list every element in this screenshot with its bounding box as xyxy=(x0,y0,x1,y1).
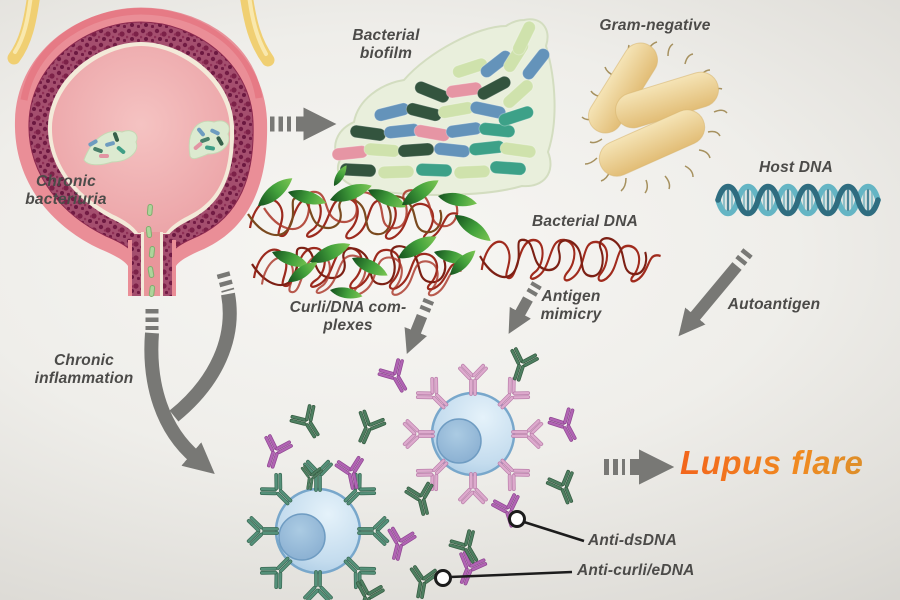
arrow-autoantigen xyxy=(678,248,753,337)
label-chronic-inflammation: Chronic inflammation xyxy=(34,352,134,387)
ureter-left-icon xyxy=(7,0,40,65)
label-antigen-mimicry: Antigen mimicry xyxy=(540,288,602,323)
label-curli-dna-complexes: Curli/DNA com- plexes xyxy=(289,299,407,334)
callout-marker-icon xyxy=(434,569,452,587)
label-gram-negative: Gram-negative xyxy=(599,17,711,34)
bladder-biofilm-patch-icon xyxy=(83,120,230,166)
cell-nucleus xyxy=(436,418,482,464)
arrow-chronic-inflammation xyxy=(144,271,237,474)
gram-negative-illustration xyxy=(581,41,728,194)
biofilm-rods-icon xyxy=(331,20,551,180)
label-chronic-bacteriuria: Chronic bacteriuria xyxy=(25,173,107,208)
b-cell-green xyxy=(274,487,362,575)
b-cell-pink xyxy=(430,391,516,477)
label-bacterial-biofilm: Bacterial biofilm xyxy=(352,27,420,62)
callout-marker-icon xyxy=(508,510,526,528)
gram-negative-rod-icon xyxy=(598,109,706,177)
bacteriuria-rods-icon xyxy=(145,204,156,297)
label-anti-dsdna: Anti-dsDNA xyxy=(588,532,677,549)
cell-nucleus xyxy=(278,513,326,561)
bacterial-dna-illustration xyxy=(478,237,662,283)
label-host-dna: Host DNA xyxy=(759,159,833,176)
host-dna-helix-icon xyxy=(715,183,881,217)
label-lupus-flare: Lupus flare xyxy=(680,444,895,482)
arrow-curli-to-cells xyxy=(404,297,435,354)
callout-anti-curli-edna xyxy=(434,569,573,587)
arrow-antigen-mimicry xyxy=(508,281,542,334)
label-anti-curli-edna: Anti-curli/eDNA xyxy=(577,562,695,579)
label-autoantigen: Autoantigen xyxy=(727,296,821,313)
bladder-illustration xyxy=(7,0,275,297)
callout-anti-dsdna xyxy=(508,510,585,543)
label-bacterial-dna: Bacterial DNA xyxy=(532,213,638,230)
